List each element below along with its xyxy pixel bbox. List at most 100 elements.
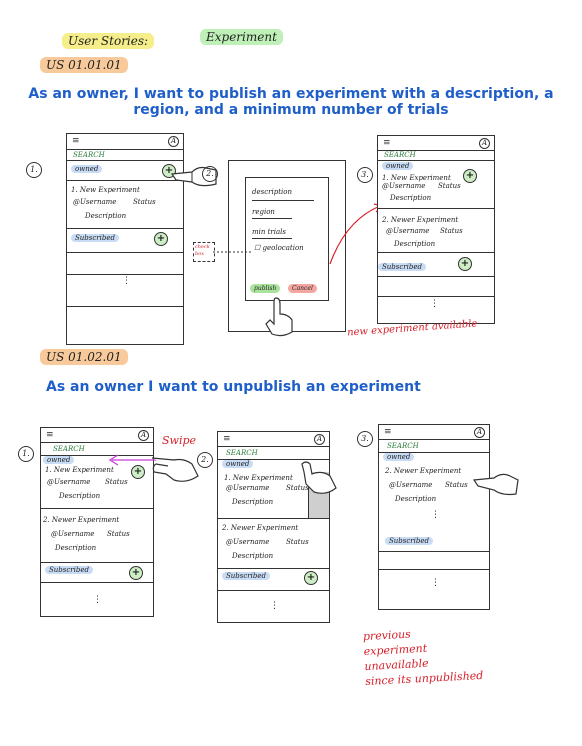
search-bar[interactable]: SEARCH (387, 442, 419, 450)
owned-label: owned (43, 456, 75, 464)
connector-line (213, 251, 253, 253)
phone-mock-s1-3: ≡ A SEARCH owned + 1. New Experiment @Us… (377, 135, 495, 324)
experiment-title[interactable]: 2. Newer Experiment (385, 467, 462, 475)
avatar-icon[interactable]: A (314, 434, 325, 445)
experiment-username: @Username (47, 478, 91, 486)
phone-mock-s2-2: ≡ A SEARCH owned 1. New Experiment @User… (217, 431, 330, 623)
add-experiment-button[interactable]: + (131, 465, 145, 479)
geolocation-checkbox[interactable]: ☐ geolocation (254, 244, 304, 252)
swipe-note: Swipe (162, 434, 197, 447)
menu-icon[interactable]: ≡ (46, 430, 54, 440)
experiment-status: Status (133, 198, 156, 206)
experiment-description: Description (390, 194, 432, 202)
experiment-title[interactable]: 1. New Experiment (71, 186, 140, 194)
avatar-icon[interactable]: A (479, 138, 490, 149)
experiment-username: @Username (389, 481, 433, 489)
tap-hand-icon (265, 297, 293, 337)
experiment-description: Description (85, 212, 127, 220)
experiment-username: @Username (382, 182, 426, 190)
experiment-username: @Username (386, 227, 430, 235)
experiment-status: Status (107, 530, 130, 538)
publish-button[interactable]: publish (250, 284, 281, 293)
step-number: 1. (18, 446, 34, 462)
owned-label: owned (71, 165, 103, 173)
tap-hand-icon (301, 461, 337, 494)
step-number: 3. (357, 431, 373, 447)
experiment-status: Status (440, 227, 463, 235)
experiment-label: Experiment (200, 29, 283, 45)
experiment-description: Description (395, 495, 437, 503)
story1-title-line2: region, and a minimum number of trials (133, 102, 449, 118)
experiment-username: @Username (226, 538, 270, 546)
swipe-hand-icon (151, 457, 199, 482)
step-number: 1. (26, 162, 42, 178)
owned-label: owned (382, 162, 414, 170)
experiment-description: Description (232, 552, 274, 560)
subscribed-label: Subscribed (378, 263, 426, 271)
more-items: ⋮ (430, 299, 439, 309)
menu-icon[interactable]: ≡ (384, 427, 392, 437)
experiment-username: @Username (51, 530, 95, 538)
experiment-title[interactable]: 1. New Experiment (224, 474, 293, 482)
experiment-status: Status (286, 538, 309, 546)
add-subscribed-button[interactable]: + (458, 257, 472, 271)
experiment-description: Description (232, 498, 274, 506)
subscribed-label: Subscribed (385, 537, 433, 545)
story2-code: US 01.02.01 (40, 349, 128, 365)
phone-mock-s1-1: ≡ A SEARCH owned + 1. New Experiment @Us… (66, 133, 184, 345)
add-subscribed-button[interactable]: + (154, 232, 168, 246)
experiment-description: Description (55, 544, 97, 552)
more-items: ⋮ (93, 595, 102, 605)
experiment-title[interactable]: 2. Newer Experiment (222, 524, 299, 532)
experiment-title[interactable]: 1. New Experiment (45, 466, 114, 474)
avatar-icon[interactable]: A (168, 136, 179, 147)
subscribed-label: Subscribed (45, 566, 93, 574)
experiment-description: Description (394, 240, 436, 248)
more-items: ⋮ (122, 276, 131, 286)
min-trials-field[interactable]: min trials (252, 228, 287, 236)
experiment-status: Status (105, 478, 128, 486)
phone-mock-s2-1: ≡ A SEARCH owned + 1. New Experiment @Us… (40, 427, 154, 617)
tap-hand-icon (472, 473, 519, 496)
avatar-icon[interactable]: A (138, 430, 149, 441)
add-subscribed-button[interactable]: + (129, 566, 143, 580)
experiment-username: @Username (73, 198, 117, 206)
owned-label: owned (222, 460, 254, 468)
experiment-title[interactable]: 1. New Experiment (382, 174, 451, 182)
experiment-description: Description (59, 492, 101, 500)
story2-title: As an owner I want to unpublish an exper… (46, 379, 421, 395)
menu-icon[interactable]: ≡ (383, 138, 391, 148)
experiment-username: @Username (226, 484, 270, 492)
phone-mock-s1-2: description region min trials ☐ geolocat… (228, 160, 346, 332)
region-field[interactable]: region (252, 208, 275, 216)
avatar-icon[interactable]: A (474, 427, 485, 438)
step-number: 3. (357, 167, 373, 183)
add-subscribed-button[interactable]: + (304, 571, 318, 585)
cancel-button[interactable]: Cancel (288, 284, 317, 293)
experiment-title[interactable]: 2. Newer Experiment (382, 216, 459, 224)
menu-icon[interactable]: ≡ (72, 136, 80, 146)
unpublished-note: previous experiment unavailable since it… (362, 627, 484, 689)
step-number: 2. (202, 166, 218, 182)
add-experiment-button[interactable]: + (463, 169, 477, 183)
more-items: ⋮ (431, 578, 440, 588)
experiment-status: Status (438, 182, 461, 190)
experiment-status: Status (286, 484, 309, 492)
experiment-title[interactable]: 2. Newer Experiment (43, 516, 120, 524)
subscribed-label: Subscribed (222, 572, 270, 580)
step-number: 2. (197, 452, 213, 468)
owned-label: owned (383, 453, 415, 461)
search-bar[interactable]: SEARCH (53, 445, 85, 453)
publish-form: description region min trials ☐ geolocat… (245, 177, 329, 301)
search-bar[interactable]: SEARCH (73, 151, 105, 159)
user-stories-label: User Stories: (62, 33, 155, 49)
phone-mock-s2-3: ≡ A SEARCH owned 2. Newer Experiment @Us… (378, 424, 490, 610)
search-bar[interactable]: SEARCH (226, 449, 258, 457)
check-box-note: check box (193, 242, 215, 262)
menu-icon[interactable]: ≡ (223, 434, 231, 444)
description-field[interactable]: description (252, 188, 292, 196)
story1-code: US 01.01.01 (40, 57, 128, 73)
search-bar[interactable]: SEARCH (384, 151, 416, 159)
more-items: ⋮ (270, 601, 279, 611)
more-items: ⋮ (431, 510, 440, 520)
